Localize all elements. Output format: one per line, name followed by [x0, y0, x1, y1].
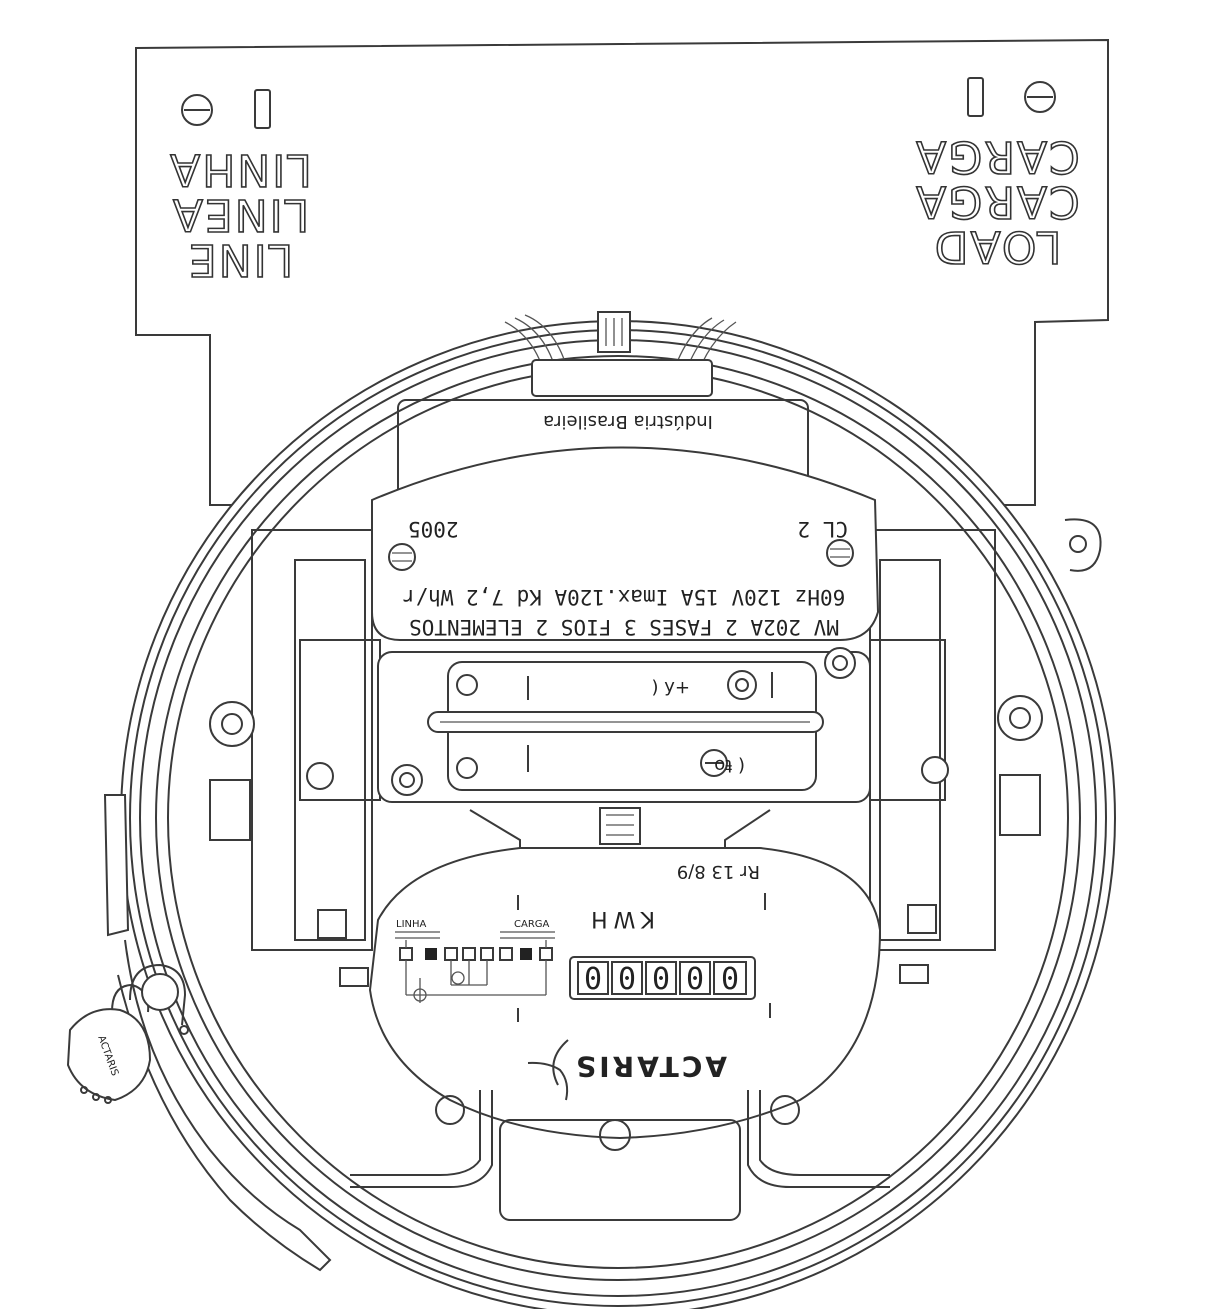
load-label-en: LOAD — [933, 221, 1062, 272]
counter-digit: 0 — [611, 961, 643, 997]
nameplate-line-2: 60Hz 120V 15A Imax.120A Kd 7,2 Wh/r — [403, 585, 846, 609]
right-clamp — [997, 695, 1043, 836]
rotor-window: +ʎ ( ( ŧo — [306, 647, 949, 803]
svg-text:0: 0 — [584, 962, 602, 997]
line-terminal-screw — [181, 89, 271, 129]
nameplate-line-1: MV 202A 2 FASES 3 FIOS 2 ELEMENTOS — [409, 615, 839, 639]
brand-name: ACTARIS — [573, 1050, 727, 1083]
socket-base — [135, 38, 1109, 506]
load-label-pt: CARGA — [914, 131, 1080, 182]
load-terminal-screw — [967, 77, 1056, 117]
sealing-ring — [103, 794, 332, 1272]
disc-direction-mark-2: ( ŧo — [714, 755, 745, 776]
line-label-en: LINE — [187, 234, 293, 285]
kwh-counter: 0 0 0 0 0 — [569, 956, 756, 1000]
counter-digit: 0 — [679, 961, 711, 997]
load-label-es: CARGA — [914, 176, 1080, 227]
schematic-load-label: CARGA — [514, 919, 550, 930]
lower-conductors — [350, 1090, 890, 1221]
line-label-es: LINEA — [171, 189, 309, 240]
nameplate-year: 2005 — [408, 517, 459, 541]
line-label-pt: LINHA — [168, 144, 312, 195]
nameplate-class: CL 2 — [797, 517, 848, 541]
svg-text:0: 0 — [652, 962, 670, 997]
top-wires — [504, 311, 737, 397]
register-ratio: Rr 13 8/9 — [677, 861, 760, 882]
line-labels: LINE LINEA LINHA — [167, 143, 312, 286]
load-labels: LOAD CARGA CARGA — [913, 130, 1080, 273]
nameplate: 2005 CL 2 60Hz 120V 15A Imax.120A Kd 7,2… — [371, 446, 880, 641]
origin-label: Indústria Brasileira — [543, 411, 713, 432]
nameplate-screw-left — [388, 543, 416, 571]
counter-digit: 0 — [645, 961, 677, 997]
register-unit: KWH — [585, 906, 655, 931]
nameplate-screw-right — [826, 539, 854, 567]
register-plate: Rr 13 8/9 KWH 0 0 0 0 0 LINHA CARGA — [368, 847, 882, 1140]
counter-digit: 0 — [713, 961, 747, 997]
brand-logo: ACTARIS — [527, 1039, 727, 1101]
schematic-line-label: LINHA — [396, 919, 427, 930]
disc-direction-mark: +ʎ ( — [652, 677, 690, 698]
svg-text:0: 0 — [721, 962, 739, 997]
internal-frame — [209, 399, 1043, 987]
counter-digit: 0 — [577, 961, 609, 997]
svg-text:0: 0 — [686, 962, 704, 997]
wiring-schematic: LINHA CARGA — [395, 919, 555, 1003]
left-clamp — [209, 701, 255, 841]
svg-text:0: 0 — [618, 962, 636, 997]
padlock-seal: ACTARIS — [66, 963, 189, 1104]
